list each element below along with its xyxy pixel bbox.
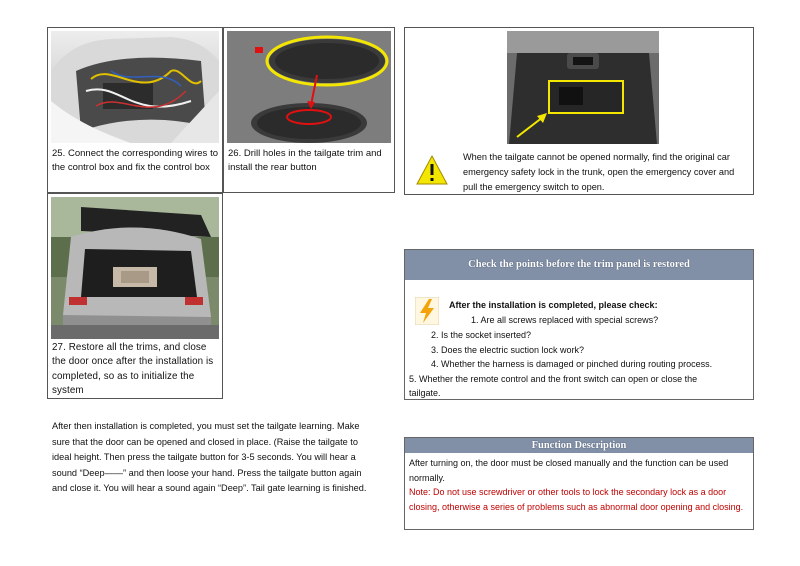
checkpoint-item: tailgate. (409, 388, 441, 398)
step-27-card: 27. Restore all the trims, and close the… (47, 193, 223, 399)
emergency-instructions: When the tailgate cannot be opened norma… (463, 152, 735, 192)
step-25-photo (51, 31, 219, 143)
checkpoint-item: 2. Is the socket inserted? (431, 330, 532, 340)
checkpoint-item: 4. Whether the harness is damaged or pin… (431, 359, 713, 369)
checkpoint-item: 3. Does the electric suction lock work? (431, 345, 585, 355)
checkpoints-intro: After the installation is completed, ple… (449, 300, 658, 310)
checkpoint-item: 5. Whether the remote control and the fr… (409, 374, 698, 384)
step-26-card: 26. Drill holes in the tailgate trim and… (223, 27, 395, 193)
warning-icon (415, 153, 449, 187)
learning-line: ideal height. Then press the tailgate bu… (52, 452, 356, 462)
step-27-photo (51, 197, 219, 339)
step-25-card: 25. Connect the corresponding wires to t… (47, 27, 223, 193)
step-26-caption: 26. Drill holes in the tailgate trim and… (228, 148, 382, 173)
function-panel: Function Description After turning on, t… (404, 437, 754, 530)
checkpoint-item: 1. Are all screws replaced with special … (471, 315, 659, 325)
emergency-panel: When the tailgate cannot be opened norma… (404, 27, 754, 195)
step-26-photo (227, 31, 391, 143)
function-note: Note: Do not use screwdriver or other to… (409, 487, 744, 512)
learning-line: sure that the door can be opened and clo… (52, 436, 358, 447)
learning-line: After then installation is completed, yo… (52, 421, 360, 431)
step-25-caption: 25. Connect the corresponding wires to t… (52, 148, 218, 173)
emergency-lock-photo (507, 31, 659, 144)
function-normal-text: After turning on, the door must be close… (409, 458, 729, 483)
tailgate-learning-text: After then installation is completed, yo… (52, 419, 397, 497)
checkpoints-panel: Check the points before the trim panel i… (404, 249, 754, 400)
step-27-caption: 27. Restore all the trims, and close the… (52, 342, 214, 397)
lightning-icon (414, 296, 440, 326)
function-title: Function Description (405, 438, 753, 453)
learning-line: and close it. You will hear a sound agai… (52, 483, 367, 493)
checkpoints-title: Check the points before the trim panel i… (405, 250, 753, 280)
learning-line: sound “Deep——” and then loose your hand.… (52, 467, 362, 478)
